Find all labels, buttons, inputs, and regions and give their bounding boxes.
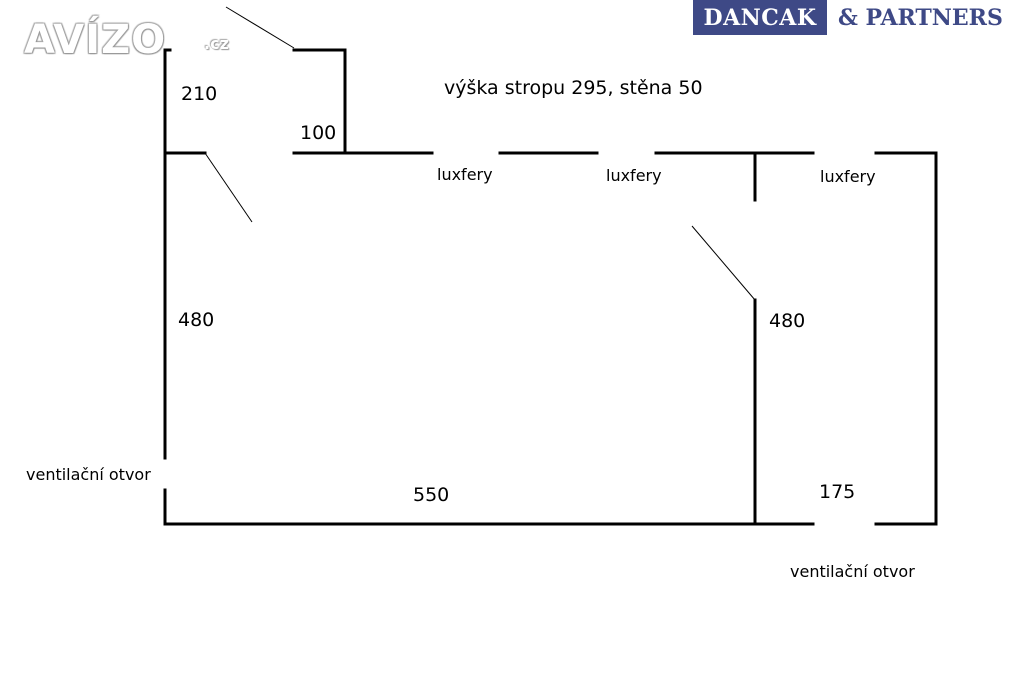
dim-bottom-wall: 550 — [413, 484, 449, 506]
door-swings — [204, 6, 756, 301]
door-swing-partition — [691, 225, 756, 301]
dim-small-room-width: 210 — [181, 83, 217, 105]
dim-right-room-width: 175 — [819, 481, 855, 503]
ceiling-note: výška stropu 295, stěna 50 — [444, 77, 703, 99]
partners-logo-text: & PARTNERS — [838, 4, 1003, 31]
dim-right-room-wall: 480 — [769, 310, 805, 332]
dim-small-room-depth: 100 — [300, 122, 336, 144]
label-glass-block-3: luxfery — [820, 167, 876, 186]
label-vent-left: ventilační otvor — [26, 465, 151, 484]
label-glass-block-1: luxfery — [437, 165, 493, 184]
dancak-logo-box: DANCAK — [693, 0, 827, 35]
avizo-logo-tld: .cz — [204, 34, 229, 53]
dim-left-wall: 480 — [178, 309, 214, 331]
door-swing-top — [225, 6, 295, 49]
label-glass-block-2: luxfery — [606, 166, 662, 185]
avizo-logo-text: AVÍZO — [24, 17, 167, 63]
door-swing-left — [204, 152, 253, 223]
walls — [163, 48, 938, 526]
label-vent-bottom-right: ventilační otvor — [790, 562, 915, 581]
